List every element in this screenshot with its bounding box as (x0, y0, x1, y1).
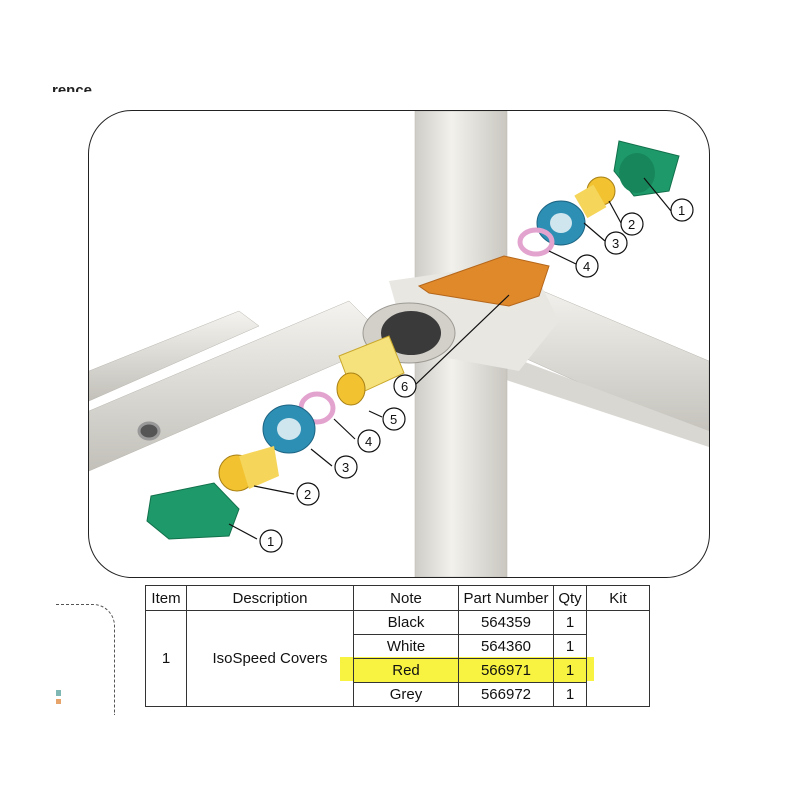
header-item: Item (145, 585, 187, 611)
callout-right-4: 4 (583, 259, 590, 274)
table-header-row: Item Description Note Part Number Qty Ki… (145, 585, 650, 611)
adjacent-panel-fragment (56, 690, 61, 696)
callout-left-6: 6 (401, 379, 408, 394)
header-qty: Qty (553, 585, 587, 611)
cell-part-number: 566972 (458, 682, 554, 707)
section-heading-fragment: rence (52, 82, 93, 92)
cell-qty: 1 (553, 634, 587, 659)
cell-qty: 1 (553, 658, 587, 683)
right-lower-tube (469, 341, 709, 447)
callout-left-1: 1 (267, 534, 274, 549)
exploded-view-diagram: 1 2 3 4 6 5 4 3 2 1 (88, 110, 710, 578)
callout-left-3: 3 (342, 460, 349, 475)
callouts-left: 6 5 4 3 2 1 (259, 374, 417, 553)
cell-qty: 1 (553, 682, 587, 707)
right-ring (517, 227, 555, 257)
adjacent-panel-fragment-2 (56, 699, 61, 704)
callouts-right: 1 2 3 4 (575, 198, 694, 278)
cell-part-number: 564359 (458, 610, 554, 635)
cell-item: 1 (145, 610, 187, 707)
orange-insert (417, 255, 550, 307)
left-cover (146, 482, 240, 540)
callout-left-2: 2 (304, 487, 311, 502)
callout-left-5: 5 (390, 412, 397, 427)
callout-right-2: 2 (628, 217, 635, 232)
callout-left-4: 4 (365, 434, 372, 449)
cell-note: White (353, 634, 459, 659)
header-note: Note (353, 585, 459, 611)
cell-note: Black (353, 610, 459, 635)
header-part-number: Part Number (458, 585, 554, 611)
cell-part-number: 566971 (458, 658, 554, 683)
upper-left-tube (89, 310, 260, 402)
pivot-bore-inner (381, 311, 441, 355)
cell-description: IsoSpeed Covers (186, 610, 354, 707)
table-row-highlighted: Red 566971 1 (146, 658, 650, 683)
header-kit: Kit (586, 585, 650, 611)
cell-qty: 1 (553, 610, 587, 635)
header-description: Description (186, 585, 354, 611)
callout-right-3: 3 (612, 236, 619, 251)
table-row: Grey 566972 1 (146, 682, 650, 707)
adjacent-panel-outline (56, 604, 115, 715)
parts-table: Item Description Note Part Number Qty Ki… (145, 585, 650, 707)
cell-part-number: 564360 (458, 634, 554, 659)
cell-note: Red (353, 658, 459, 683)
table-row: White 564360 1 (146, 634, 650, 659)
callout-right-1: 1 (678, 203, 685, 218)
bolt-hole (137, 421, 161, 441)
table-row: 1 IsoSpeed Covers Black 564359 1 (145, 610, 650, 707)
frame-illustration: 1 2 3 4 6 5 4 3 2 1 (89, 111, 709, 577)
cell-kit (586, 610, 650, 707)
cell-note: Grey (353, 682, 459, 707)
